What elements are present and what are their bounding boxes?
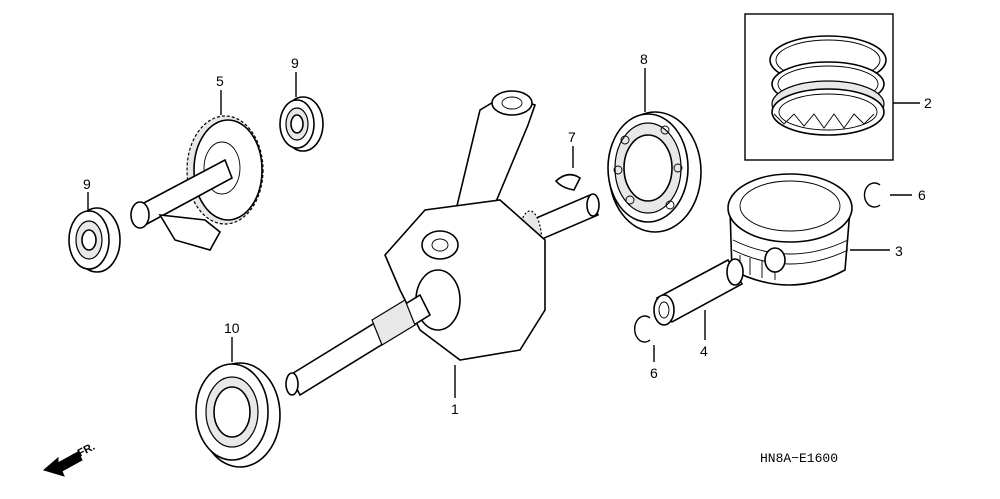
front-direction-label: FR. <box>76 441 97 460</box>
label-clip-right: 6 <box>918 187 926 203</box>
label-balancer-shaft: 5 <box>216 73 224 89</box>
bearing-left-part[interactable] <box>68 207 121 273</box>
label-bearing-upper: 9 <box>291 55 299 71</box>
piston-part[interactable] <box>727 173 853 286</box>
key-part[interactable] <box>554 173 582 191</box>
piston-pin-part[interactable] <box>653 258 744 326</box>
diagram-code: HN8A−E1600 <box>760 451 838 466</box>
crankshaft-part[interactable] <box>285 90 600 397</box>
label-clip-left: 6 <box>650 365 658 381</box>
clip-right-part[interactable] <box>863 182 881 208</box>
label-piston: 3 <box>895 243 903 259</box>
clip-left-part[interactable] <box>634 315 651 343</box>
label-oil-seal: 10 <box>224 320 240 336</box>
bearing-large-part[interactable] <box>607 111 702 233</box>
label-bearing-left: 9 <box>83 176 91 192</box>
oil-seal-part[interactable] <box>195 362 281 468</box>
balancer-shaft-part[interactable] <box>130 115 264 251</box>
label-key: 7 <box>568 129 576 145</box>
label-crankshaft: 1 <box>451 401 459 417</box>
label-piston-pin: 4 <box>700 343 708 359</box>
front-arrow-icon <box>42 451 83 477</box>
piston-rings-part[interactable] <box>744 13 894 161</box>
label-bearing-large: 8 <box>640 51 648 67</box>
label-piston-rings: 2 <box>924 95 932 111</box>
bearing-upper-part[interactable] <box>279 96 324 152</box>
